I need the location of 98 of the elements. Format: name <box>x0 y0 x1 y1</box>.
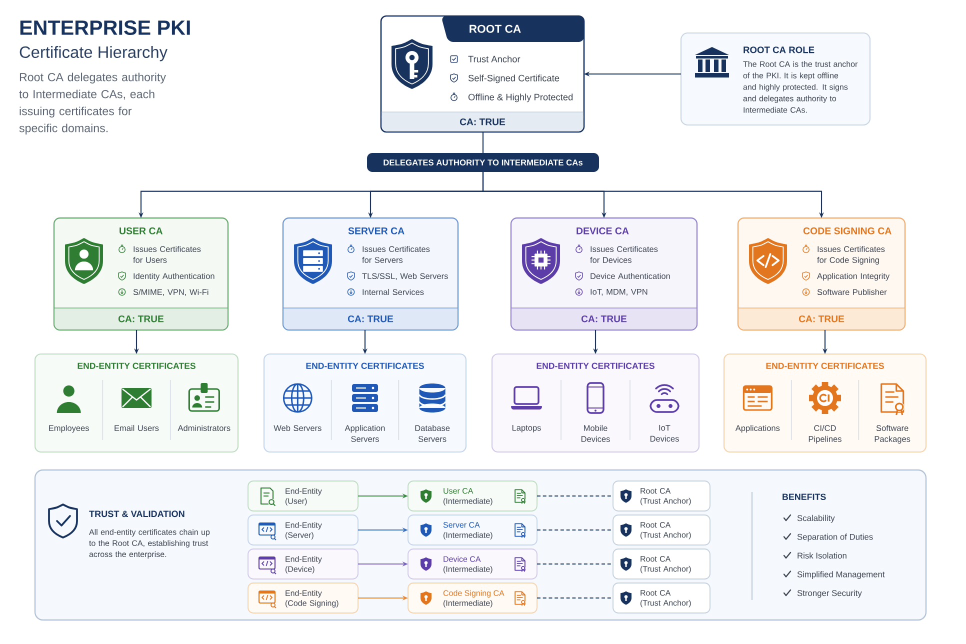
list-item: Issues Certificates for Servers <box>362 246 430 263</box>
dashed-line <box>537 529 613 531</box>
panel-title: END-ENTITY CERTIFICATES <box>536 362 654 369</box>
icon-label: Employees <box>49 424 89 433</box>
banner: DELEGATES AUTHORITY TO INTERMEDIATE CAs <box>367 153 599 172</box>
title: ENTERPRISE PKI <box>20 20 190 35</box>
icon-label: Database Servers <box>415 424 450 442</box>
list-item: Issues Certificates for Code Signing <box>817 246 885 265</box>
chain-box <box>248 480 358 512</box>
chain-label: (Intermediate) <box>444 600 492 608</box>
chain-box <box>408 548 538 580</box>
icon-label: Application Servers <box>344 424 385 442</box>
list-title: BENEFITS <box>782 494 826 500</box>
description: Root CA delegates authority to Intermediate CAs, each issuing certificates for specific domains. <box>19 72 166 135</box>
list-item: Simplified Management <box>797 571 885 579</box>
dashed-line <box>537 495 613 497</box>
list-item: Application Integrity <box>817 272 890 281</box>
connector-line <box>482 132 484 153</box>
footer-band: CA: TRUE <box>381 112 584 132</box>
icon-label: CI/CD Pipelines <box>808 424 842 444</box>
card-title: CODE SIGNING CA <box>803 227 892 234</box>
list-item: Scalability <box>797 514 835 523</box>
list-item: S/MIME, VPN, Wi-Fi <box>133 288 208 296</box>
list-item: Trust Anchor <box>468 56 520 62</box>
chain-label: (Intermediate) <box>444 566 492 574</box>
card-title: USER CA <box>120 227 163 234</box>
list-item: Issues Certificates for Users <box>133 246 201 263</box>
chain-box <box>612 480 710 512</box>
chain-box <box>612 514 710 546</box>
list-item: IoT, MDM, VPN <box>590 288 648 296</box>
chain-label: End-Entity (Server) <box>286 522 322 540</box>
icon-label: Administrators <box>178 424 230 432</box>
chain-label: End-Entity (User) <box>286 488 322 506</box>
chain-box <box>612 582 710 614</box>
footer-band: CA: TRUE <box>511 308 697 330</box>
chain-label: Root CA (Trust Anchor) <box>640 522 691 540</box>
footer-band: CA: TRUE <box>283 308 458 330</box>
card-title: DEVICE CA <box>576 227 629 234</box>
panel-title: END-ENTITY CERTIFICATES <box>78 362 196 369</box>
chain-box <box>408 582 538 614</box>
certificate-panel <box>491 353 700 453</box>
ca-card <box>380 15 585 133</box>
list-item: Risk Isolation <box>798 552 846 559</box>
chain-box <box>612 548 710 580</box>
icon-label: Mobile Devices <box>581 424 610 442</box>
card-title: ROOT CA ROLE <box>744 46 814 54</box>
chain-label: End-Entity (Device) <box>286 556 322 574</box>
header-band: ROOT CA <box>442 16 584 42</box>
certificate-panel <box>723 353 927 453</box>
card-title: SERVER CA <box>348 227 404 234</box>
chain-box <box>248 582 358 614</box>
body-text: All end-entity certificates chain up to the Root CA, establishing trust across the enterprise. <box>89 529 210 559</box>
icon-label: Software Packages <box>874 424 910 444</box>
chain-box <box>408 514 538 546</box>
info-card <box>680 32 871 126</box>
chain-label: Server CA <box>443 522 480 528</box>
certificate-panel <box>263 353 467 453</box>
chain-label: (Intermediate) <box>444 532 492 540</box>
icon-label: IoT Devices <box>650 424 679 442</box>
icon-label: Email Users <box>114 424 159 432</box>
footer-band: CA: TRUE <box>54 308 228 330</box>
body-text: The Root CA is the trust anchor of the PKI. It is kept offline and highly protected. It signs and delegates authority to Intermediate CAs. <box>743 61 858 113</box>
ca-card <box>510 217 698 331</box>
icon-label: Laptops <box>512 424 541 432</box>
subtitle: Certificate Hierarchy <box>20 46 168 62</box>
chain-label: User CA <box>444 488 474 494</box>
ca-card <box>53 217 229 331</box>
chain-label: Device CA <box>444 556 481 562</box>
chain-label: Root CA (Trust Anchor) <box>640 488 691 506</box>
chain-label: End-Entity (Code Signing) <box>286 590 338 608</box>
ca-card <box>737 217 906 331</box>
list-item: TLS/SSL, Web Servers <box>362 272 448 280</box>
dashed-line <box>537 563 613 565</box>
list-item: Offline & Highly Protected <box>468 94 573 102</box>
chain-label: Root CA (Trust Anchor) <box>640 590 691 608</box>
list-item: Issues Certificates for Devices <box>590 246 658 263</box>
certificate-panel <box>34 353 239 453</box>
chain-box <box>248 514 358 546</box>
list-item: Separation of Duties <box>797 534 873 542</box>
icon-label: Web Servers <box>274 424 322 432</box>
icon-label: Applications <box>735 424 780 433</box>
chain-label: Root CA (Trust Anchor) <box>640 556 691 574</box>
list-item: Identity Authentication <box>134 272 214 281</box>
list-item: Self-Signed Certificate <box>468 74 560 84</box>
list-item: Internal Services <box>362 288 424 296</box>
panel-title: END-ENTITY CERTIFICATES <box>306 362 424 369</box>
dashed-line <box>537 597 613 599</box>
chain-box <box>408 480 538 512</box>
list-item: Software Publisher <box>817 288 887 296</box>
chain-label: (Intermediate) <box>444 498 492 506</box>
footer-band: CA: TRUE <box>738 308 905 330</box>
chain-box <box>248 548 358 580</box>
panel-title: END-ENTITY CERTIFICATES <box>766 362 884 369</box>
list-item: Device Authentication <box>590 272 670 280</box>
panel-title: TRUST & VALIDATION <box>89 510 184 518</box>
list-item: Stronger Security <box>797 590 862 598</box>
ca-card <box>282 217 459 331</box>
chain-label: Code Signing CA <box>443 590 504 598</box>
